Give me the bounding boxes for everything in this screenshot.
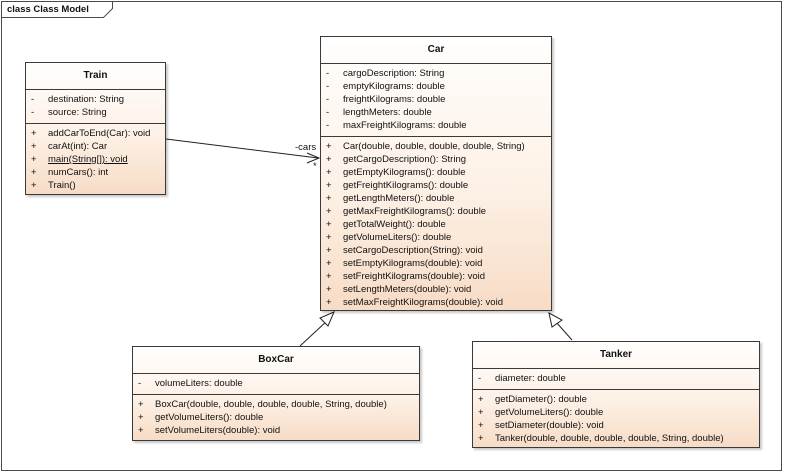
association-arrowhead: [306, 152, 321, 164]
operation-row: +setMaxFreightKilograms(double): void: [326, 297, 503, 308]
operation-row: +getDiameter(): double: [478, 394, 587, 405]
class-name: Tanker: [473, 342, 759, 369]
frame-label: class Class Model: [7, 4, 89, 15]
association-line: [165, 138, 319, 159]
class-car[interactable]: Car -cargoDescription: String -emptyKilo…: [320, 36, 552, 311]
attribute-row: -emptyKilograms: double: [326, 81, 445, 92]
class-boxcar[interactable]: BoxCar -volumeLiters: double +BoxCar(dou…: [132, 346, 420, 441]
operations-compartment: +addCarToEnd(Car): void +carAt(int): Car…: [26, 124, 165, 196]
attributes-compartment: -volumeLiters: double: [133, 374, 419, 395]
operation-row: +getTotalWeight(): double: [326, 219, 446, 230]
operation-row: +setDiameter(double): void: [478, 420, 604, 431]
operation-row: +getVolumeLiters(): double: [326, 232, 452, 243]
operation-row: +getVolumeLiters(): double: [138, 412, 264, 423]
attribute-row: -diameter: double: [478, 373, 566, 384]
operations-compartment: +BoxCar(double, double, double, double, …: [133, 395, 419, 441]
boxcar-generalization-arrow: [319, 311, 335, 327]
class-name: Train: [26, 63, 165, 90]
operation-row: +Tanker(double, double, double, double, …: [478, 433, 724, 444]
attributes-compartment: -diameter: double: [473, 369, 759, 390]
operation-row: +Train(): [31, 180, 76, 191]
operation-row: +getCargoDescription(): String: [326, 154, 467, 165]
attribute-row: -cargoDescription: String: [326, 68, 445, 79]
operation-row-static: +main(String[]): void: [31, 154, 128, 165]
class-tanker[interactable]: Tanker -diameter: double +getDiameter():…: [472, 341, 760, 448]
frame-tab-shape: [1, 1, 113, 18]
operation-row: +setLengthMeters(double): void: [326, 284, 472, 295]
operation-row: +setVolumeLiters(double): void: [138, 425, 281, 436]
operation-row: +getMaxFreightKilograms(): double: [326, 206, 487, 217]
operations-compartment: +Car(double, double, double, double, Str…: [321, 137, 551, 313]
operation-row: +BoxCar(double, double, double, double, …: [138, 399, 387, 410]
operation-row: +getFreightKilograms(): double: [326, 180, 469, 191]
operation-row: +getEmptyKilograms(): double: [326, 167, 466, 178]
attribute-row: -volumeLiters: double: [138, 378, 243, 389]
attributes-compartment: -cargoDescription: String -emptyKilogram…: [321, 64, 551, 137]
operation-row: +getVolumeLiters(): double: [478, 407, 604, 418]
attribute-row: -freightKilograms: double: [326, 94, 446, 105]
association-role-label: -cars: [295, 142, 317, 153]
class-train[interactable]: Train -destination: String -source: Stri…: [25, 62, 166, 195]
attribute-row: -source: String: [31, 107, 107, 118]
boxcar-generalization-line: [299, 319, 329, 347]
tanker-generalization-arrow: [548, 312, 563, 328]
frame-tab: class Class Model: [1, 1, 113, 18]
operation-row: +setFreightKilograms(double): void: [326, 271, 486, 282]
attribute-row: -maxFreightKilograms: double: [326, 120, 467, 131]
attribute-row: -destination: String: [31, 94, 125, 105]
operations-compartment: +getDiameter(): double +getVolumeLiters(…: [473, 390, 759, 449]
class-name: BoxCar: [133, 347, 419, 374]
operation-row: +setCargoDescription(String): void: [326, 245, 483, 256]
tanker-generalization-line: [555, 321, 573, 341]
operation-row: +getLengthMeters(): double: [326, 193, 455, 204]
association-multiplicity-label: *: [313, 161, 317, 172]
operation-row: +addCarToEnd(Car): void: [31, 128, 151, 139]
operation-row: +setEmptyKilograms(double): void: [326, 258, 483, 269]
class-name: Car: [321, 37, 551, 64]
operation-row: +Car(double, double, double, double, Str…: [326, 141, 525, 152]
attribute-row: -lengthMeters: double: [326, 107, 432, 118]
operation-row: +carAt(int): Car: [31, 141, 108, 152]
operation-row: +numCars(): int: [31, 167, 109, 178]
attributes-compartment: -destination: String -source: String: [26, 90, 165, 124]
